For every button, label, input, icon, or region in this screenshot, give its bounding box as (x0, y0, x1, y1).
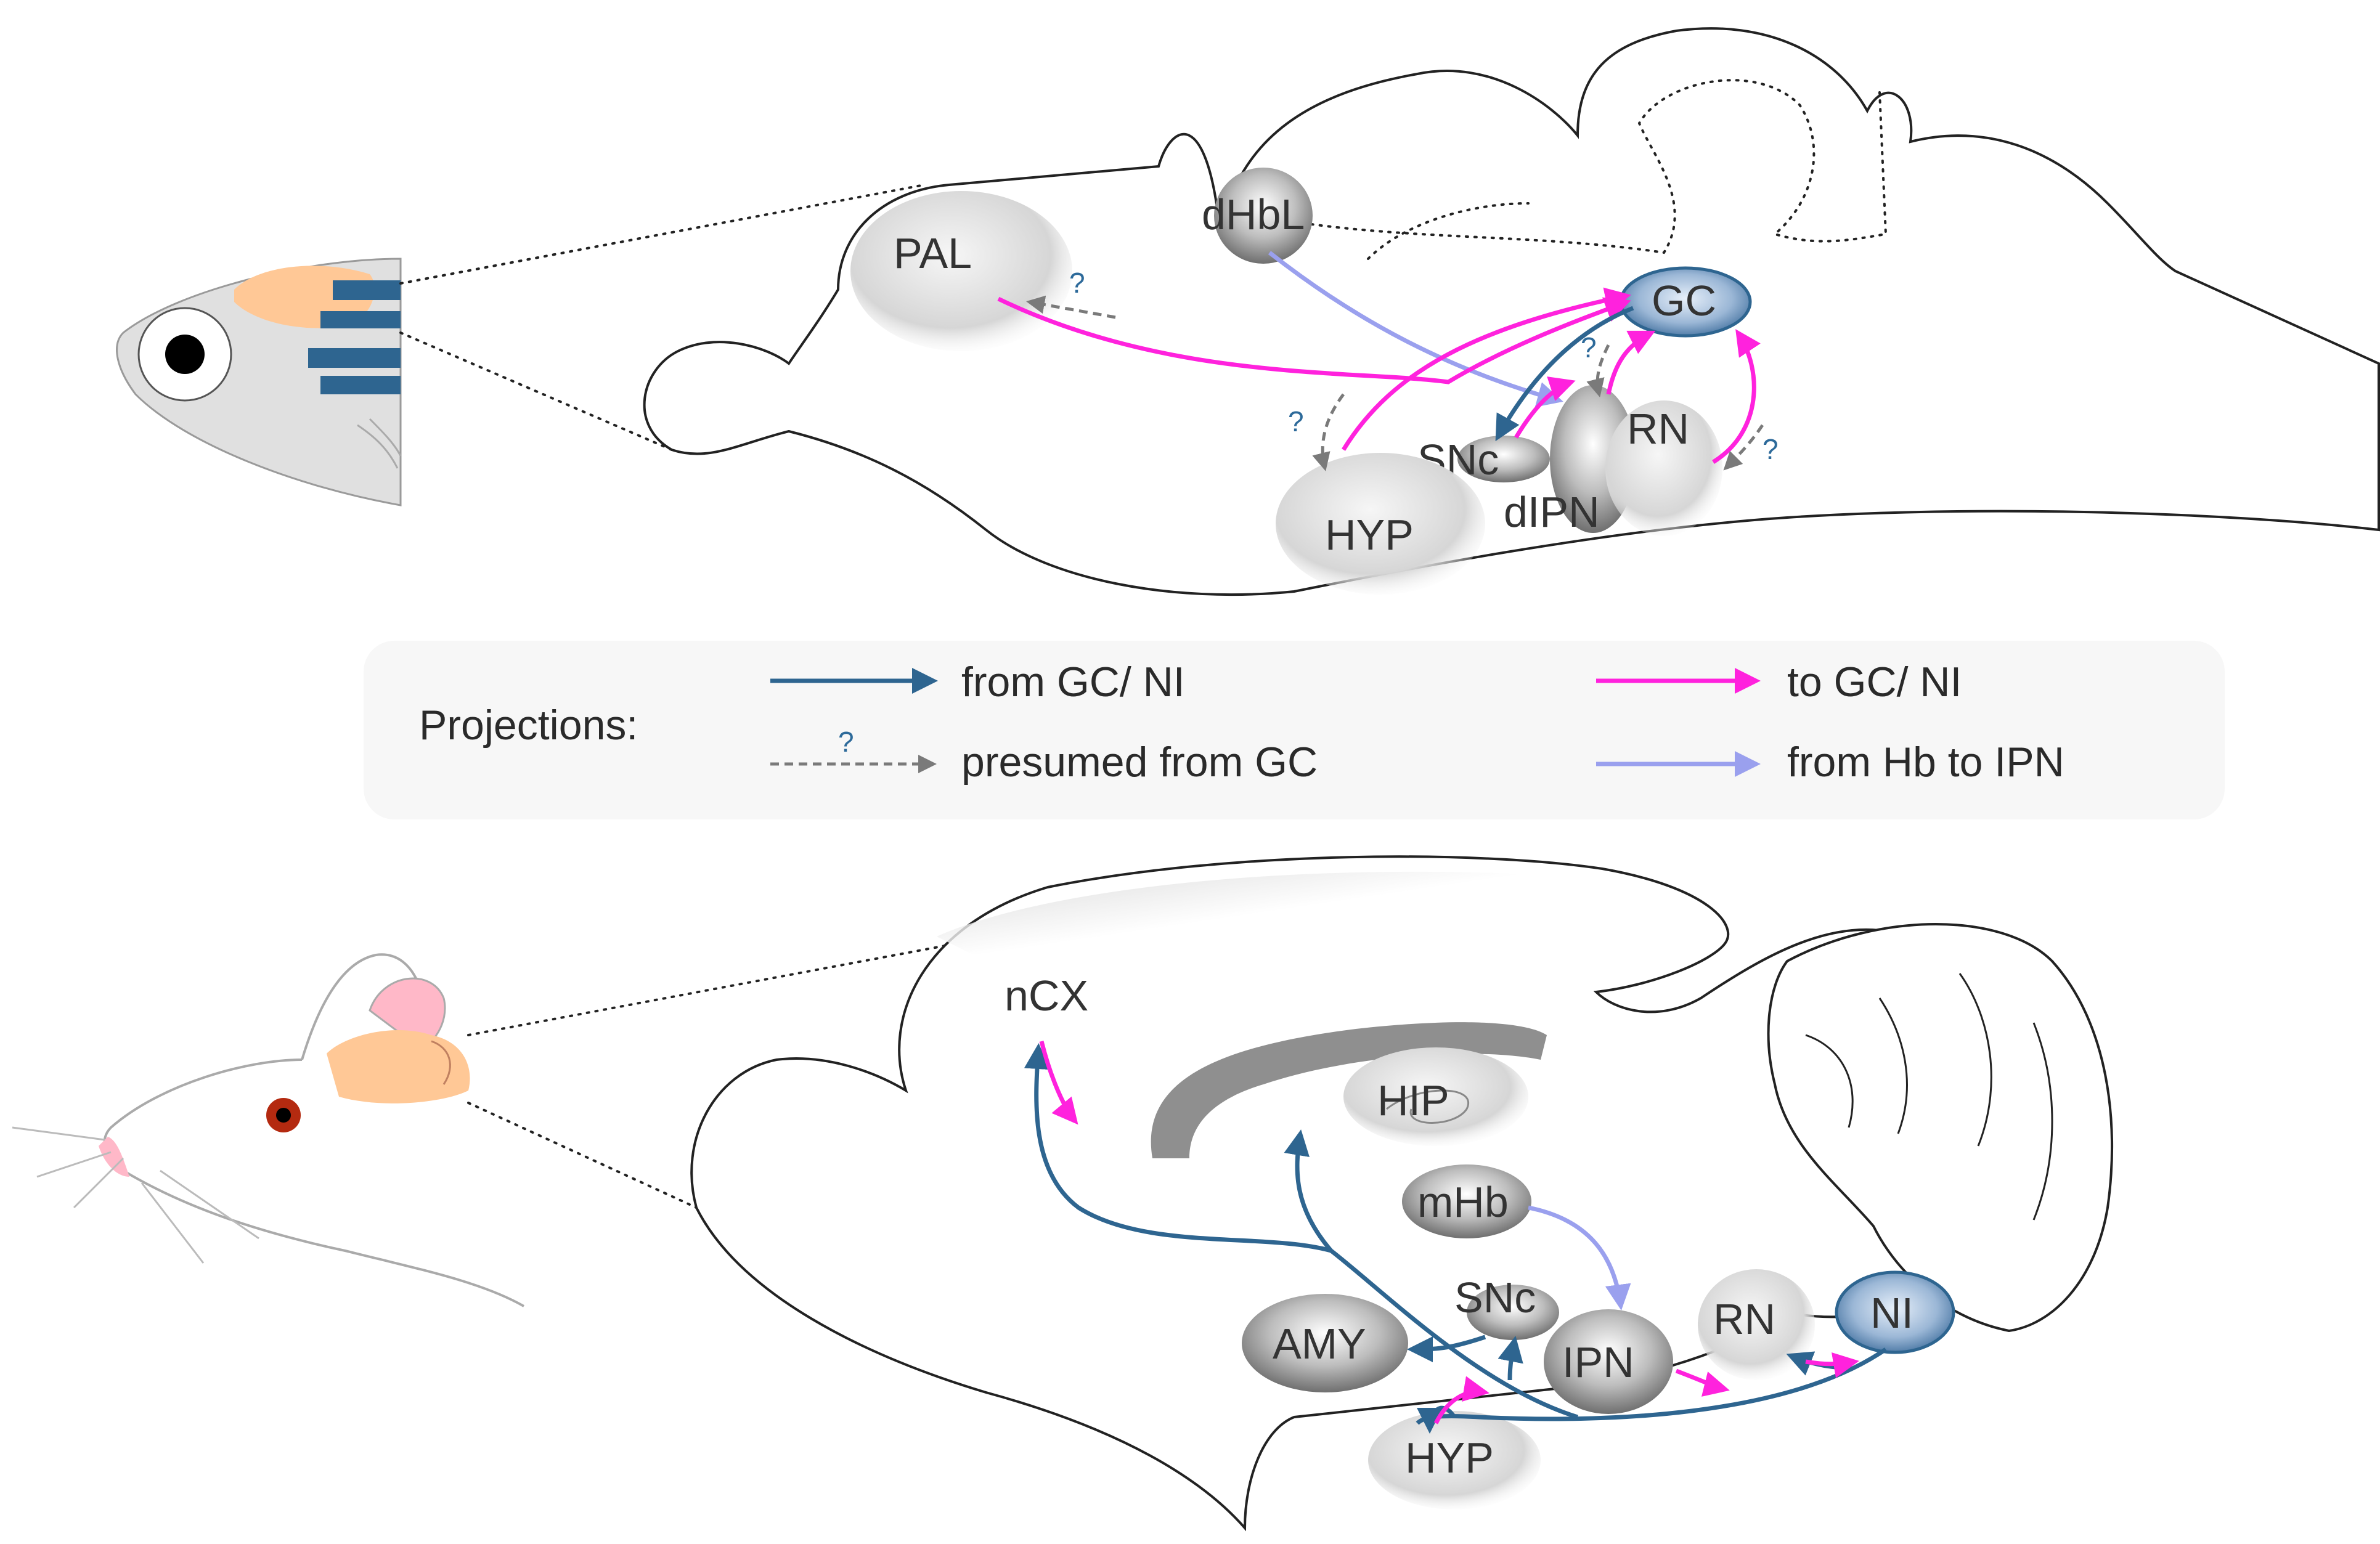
zoom-line-top (399, 184, 926, 285)
hyp-label: HYP (1325, 511, 1414, 559)
corpus-callosum (1151, 1022, 1547, 1158)
ipn-region (1544, 1309, 1673, 1414)
hb-to-ipn-arrow (1268, 251, 1563, 407)
ni-to-snc-arrow (1498, 1336, 1523, 1381)
question-mark-rn: ? (1763, 433, 1779, 465)
ni-to-ncx-arrow (1024, 1043, 1332, 1253)
amy-label: AMY (1273, 1320, 1366, 1368)
dhbl-region (1214, 168, 1313, 264)
legend-question-mark: ? (838, 726, 854, 758)
fish-brain-outline (643, 27, 2380, 596)
question-mark-hyp: ? (1288, 405, 1304, 437)
gc-label: GC (1652, 277, 1716, 325)
legend-presumed-label: presumed from GC (961, 739, 1318, 786)
hip-squiggle (1386, 1089, 1469, 1124)
presumed-to-rn-arrow (1723, 424, 1764, 471)
ni-to-amy-arrow (1407, 1335, 1486, 1362)
dipn-to-gc-arrow (1606, 330, 1656, 395)
ipn-label: IPN (1562, 1338, 1634, 1386)
mhb-label: mHb (1417, 1178, 1509, 1226)
legend: Projections: from GC/ NI to GC/ NI ? pre… (364, 641, 2225, 819)
presumed-to-pal-arrow (1026, 295, 1116, 319)
hyp-to-ni-arrow (1433, 1376, 1490, 1424)
amy-region (1242, 1294, 1408, 1392)
ni-region (1835, 1270, 1955, 1354)
rn-region (1605, 400, 1722, 536)
hip-label: HIP (1377, 1076, 1449, 1124)
hip-region (1343, 1047, 1528, 1146)
mouse-zoom-line-bottom (467, 1102, 698, 1209)
mhb-to-ipn-arrow (1528, 1205, 1631, 1310)
hyp-mouse-region (1368, 1411, 1541, 1509)
pal-region (850, 191, 1072, 351)
ni-label: NI (1870, 1289, 1913, 1337)
zoom-line-bottom (399, 331, 673, 451)
hyp-mouse-label: HYP (1405, 1434, 1494, 1482)
fish-cerebellum-dotted (1293, 79, 1888, 254)
snc-mouse-label: SNc (1454, 1274, 1536, 1322)
ipn-to-ni-arrow (1675, 1368, 1730, 1397)
ni-to-hip-arrow (1284, 1129, 1579, 1420)
zebrafish-head-icon (116, 258, 402, 506)
question-mark-dipn: ? (1581, 331, 1597, 364)
ncx-shading (937, 871, 1541, 961)
gc-to-snc-arrow (1495, 306, 1634, 442)
rn-label: RN (1627, 405, 1689, 453)
mouse-zoom-line-top (467, 941, 963, 1036)
rn-to-ni-arrow (1805, 1352, 1859, 1378)
legend-from-gc-label: from GC/ NI (961, 659, 1185, 705)
pal-to-gc-arrow (997, 296, 1631, 384)
ncx-to-ni-arrow (1039, 1041, 1078, 1125)
legend-title: Projections: (419, 702, 638, 749)
rn-to-gc-arrow (1712, 329, 1761, 464)
question-mark-pal: ? (1069, 267, 1085, 299)
hyp-to-gc-arrow (1342, 287, 1631, 451)
hyp-region (1276, 453, 1485, 595)
rn-mouse-label: RN (1713, 1295, 1775, 1343)
fish-panel: PAL dHbL GC SNc dIPN RN HYP ? ? ? ? (116, 27, 2380, 596)
presumed-to-dipn-arrow (1586, 344, 1610, 397)
dipn-label: dIPN (1504, 488, 1600, 536)
dhbl-label: dHbL (1202, 190, 1305, 238)
mouse-cerebellum (1767, 923, 2114, 1333)
mouse-panel: nCX HIP mHb SNc AMY IPN RN NI HYP (12, 855, 2114, 1532)
pal-label: PAL (894, 229, 972, 277)
rn-mouse-region (1698, 1269, 1815, 1380)
mhb-region (1402, 1164, 1531, 1238)
snc-mouse-region (1467, 1285, 1559, 1340)
snc-to-gc-arrow (1514, 376, 1576, 439)
ni-to-hyp-arrow (1417, 1405, 1456, 1434)
mouse-cerebellum-folds (1805, 973, 2053, 1221)
ncx-label: nCX (1005, 972, 1088, 1020)
snc-region (1457, 436, 1550, 482)
legend-to-gc-label: to GC/ NI (1787, 659, 1962, 705)
legend-hb-ipn-label: from Hb to IPN (1787, 739, 2064, 786)
mouse-head-icon (12, 953, 524, 1307)
